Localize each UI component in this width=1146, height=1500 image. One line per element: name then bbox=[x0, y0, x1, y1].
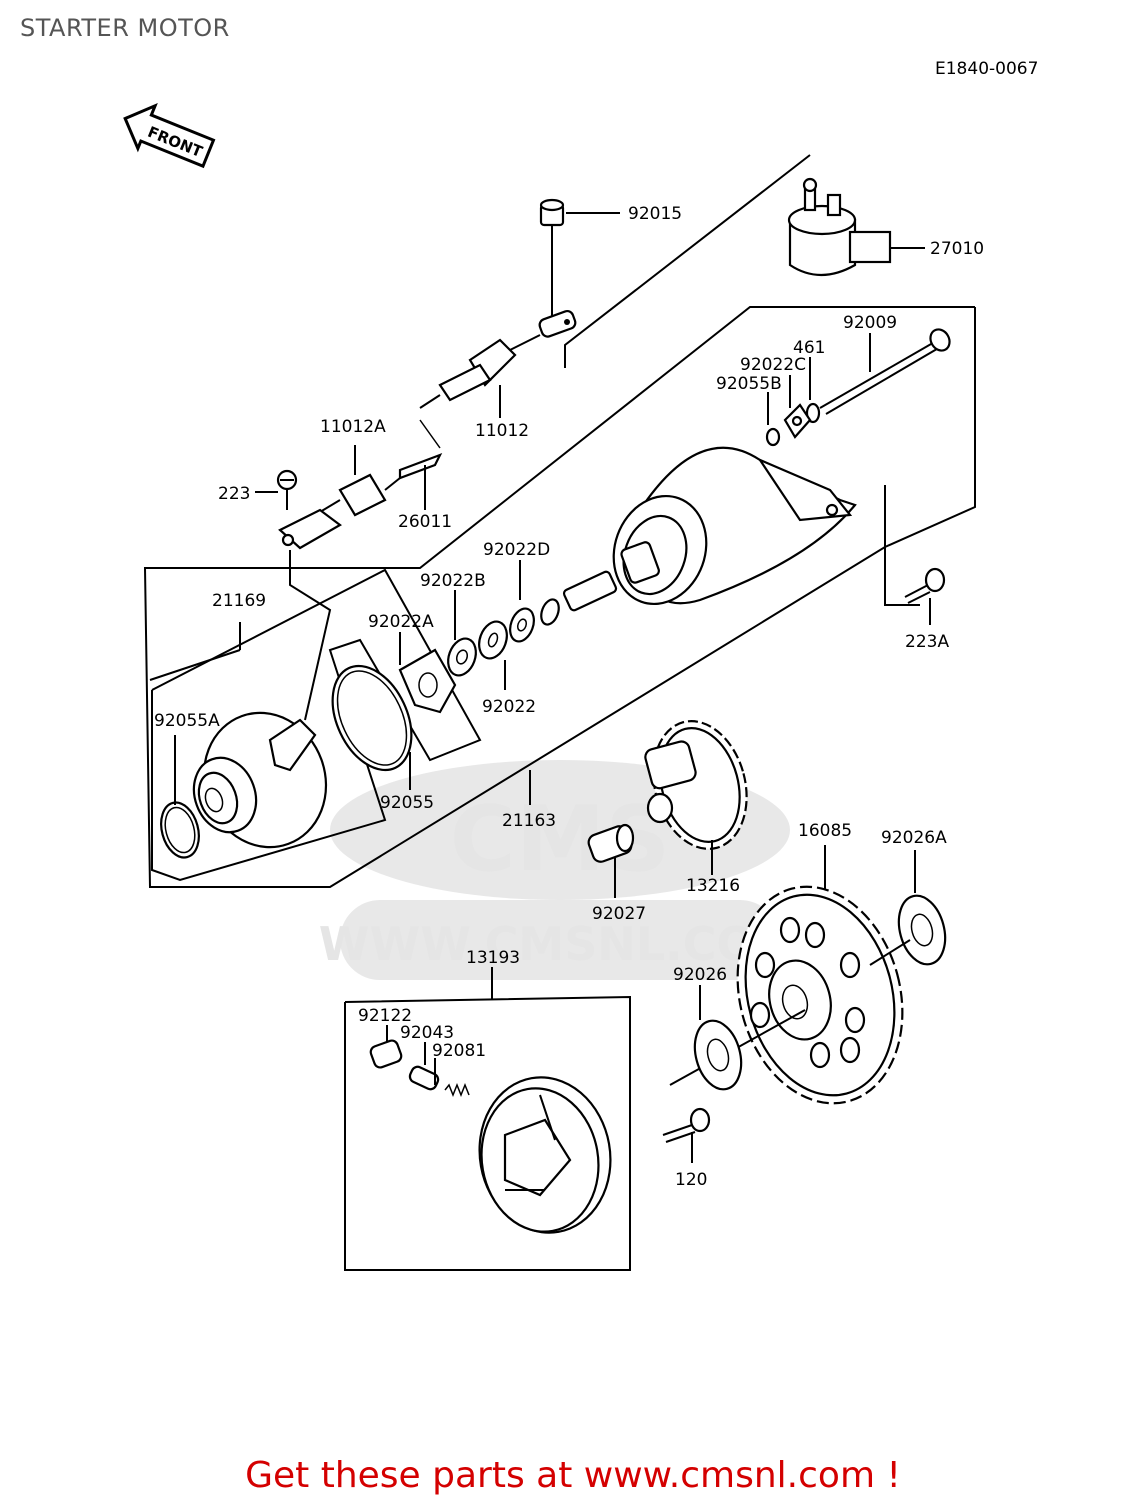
label-92022: 92022 bbox=[482, 697, 536, 717]
washer-92022D bbox=[509, 607, 535, 643]
label-21169: 21169 bbox=[212, 591, 266, 611]
circlip-92022D bbox=[519, 560, 560, 626]
o-ring-92055A bbox=[160, 735, 200, 859]
label-92022D: 92022D bbox=[483, 540, 550, 560]
nut-92015 bbox=[539, 198, 620, 318]
spring-92081 bbox=[434, 1058, 470, 1098]
front-arrow-icon: FRONT bbox=[123, 103, 216, 169]
plate-92022A bbox=[398, 632, 457, 714]
label-92026A: 92026A bbox=[881, 828, 947, 848]
part-labels: 92015 27010 92009 461 92022C 92055B 1101… bbox=[154, 204, 984, 1190]
motor-assembly-frame bbox=[143, 306, 976, 888]
page-title: STARTER MOTOR bbox=[20, 14, 230, 42]
label-11012A: 11012A bbox=[320, 417, 386, 437]
label-92022C: 92022C bbox=[740, 355, 806, 375]
bolt-92009 bbox=[819, 328, 951, 415]
label-16085: 16085 bbox=[798, 821, 852, 841]
washer-92026 bbox=[693, 985, 743, 1091]
bracket-223A-leader bbox=[884, 485, 920, 606]
washer-92022 bbox=[478, 620, 508, 690]
solenoid-leader bbox=[564, 154, 811, 368]
label-92055A: 92055A bbox=[154, 711, 220, 731]
label-92015: 92015 bbox=[628, 204, 682, 224]
end-cover-21169 bbox=[192, 622, 328, 849]
label-92081: 92081 bbox=[432, 1041, 486, 1061]
cable-11012 bbox=[419, 309, 577, 449]
sprocket-16085 bbox=[669, 845, 904, 1105]
label-92026: 92026 bbox=[673, 965, 727, 985]
svg-text:WWW.CMSNL.COM: WWW.CMSNL.COM bbox=[319, 917, 802, 971]
label-120: 120 bbox=[675, 1170, 707, 1190]
washer-461 bbox=[805, 357, 821, 424]
screw-223 bbox=[255, 469, 332, 721]
label-92122: 92122 bbox=[358, 1006, 412, 1026]
label-21163: 21163 bbox=[502, 811, 556, 831]
label-92022B: 92022B bbox=[420, 571, 486, 591]
footer-link[interactable]: Get these parts at www.cmsnl.com ! bbox=[245, 1455, 901, 1496]
svg-text:CMS: CMS bbox=[450, 787, 670, 892]
solenoid-27010 bbox=[787, 177, 925, 276]
cable-26011 bbox=[278, 445, 443, 550]
label-13216: 13216 bbox=[686, 876, 740, 896]
label-461: 461 bbox=[793, 338, 825, 358]
bushing-92027 bbox=[587, 823, 635, 898]
washer-92022B bbox=[447, 590, 477, 677]
label-92055B: 92055B bbox=[716, 374, 782, 394]
label-11012: 11012 bbox=[475, 421, 529, 441]
starter-clutch-body bbox=[478, 1076, 612, 1234]
label-92055: 92055 bbox=[380, 793, 434, 813]
label-92027: 92027 bbox=[592, 904, 646, 924]
roller-92122 bbox=[369, 1025, 403, 1069]
label-92009: 92009 bbox=[843, 313, 897, 333]
bolt-120 bbox=[662, 1107, 711, 1163]
starter-clutch-frame-13193 bbox=[344, 967, 631, 1271]
label-223A: 223A bbox=[905, 632, 949, 652]
label-13193: 13193 bbox=[466, 948, 520, 968]
washer-92026A bbox=[869, 850, 947, 966]
motor-body-21163 bbox=[562, 446, 857, 612]
plunger-92043 bbox=[408, 1042, 440, 1091]
diagram-code: E1840-0067 bbox=[935, 59, 1038, 79]
bolt-223A bbox=[904, 567, 946, 625]
o-ring-92055 bbox=[331, 664, 413, 790]
label-92043: 92043 bbox=[400, 1023, 454, 1043]
washer-92022C bbox=[783, 375, 812, 439]
label-92022A: 92022A bbox=[368, 612, 434, 632]
label-26011: 26011 bbox=[398, 512, 452, 532]
label-223: 223 bbox=[218, 484, 250, 504]
idle-gear-13216 bbox=[644, 720, 748, 875]
washer-92055B bbox=[765, 392, 781, 447]
label-27010: 27010 bbox=[930, 239, 984, 259]
